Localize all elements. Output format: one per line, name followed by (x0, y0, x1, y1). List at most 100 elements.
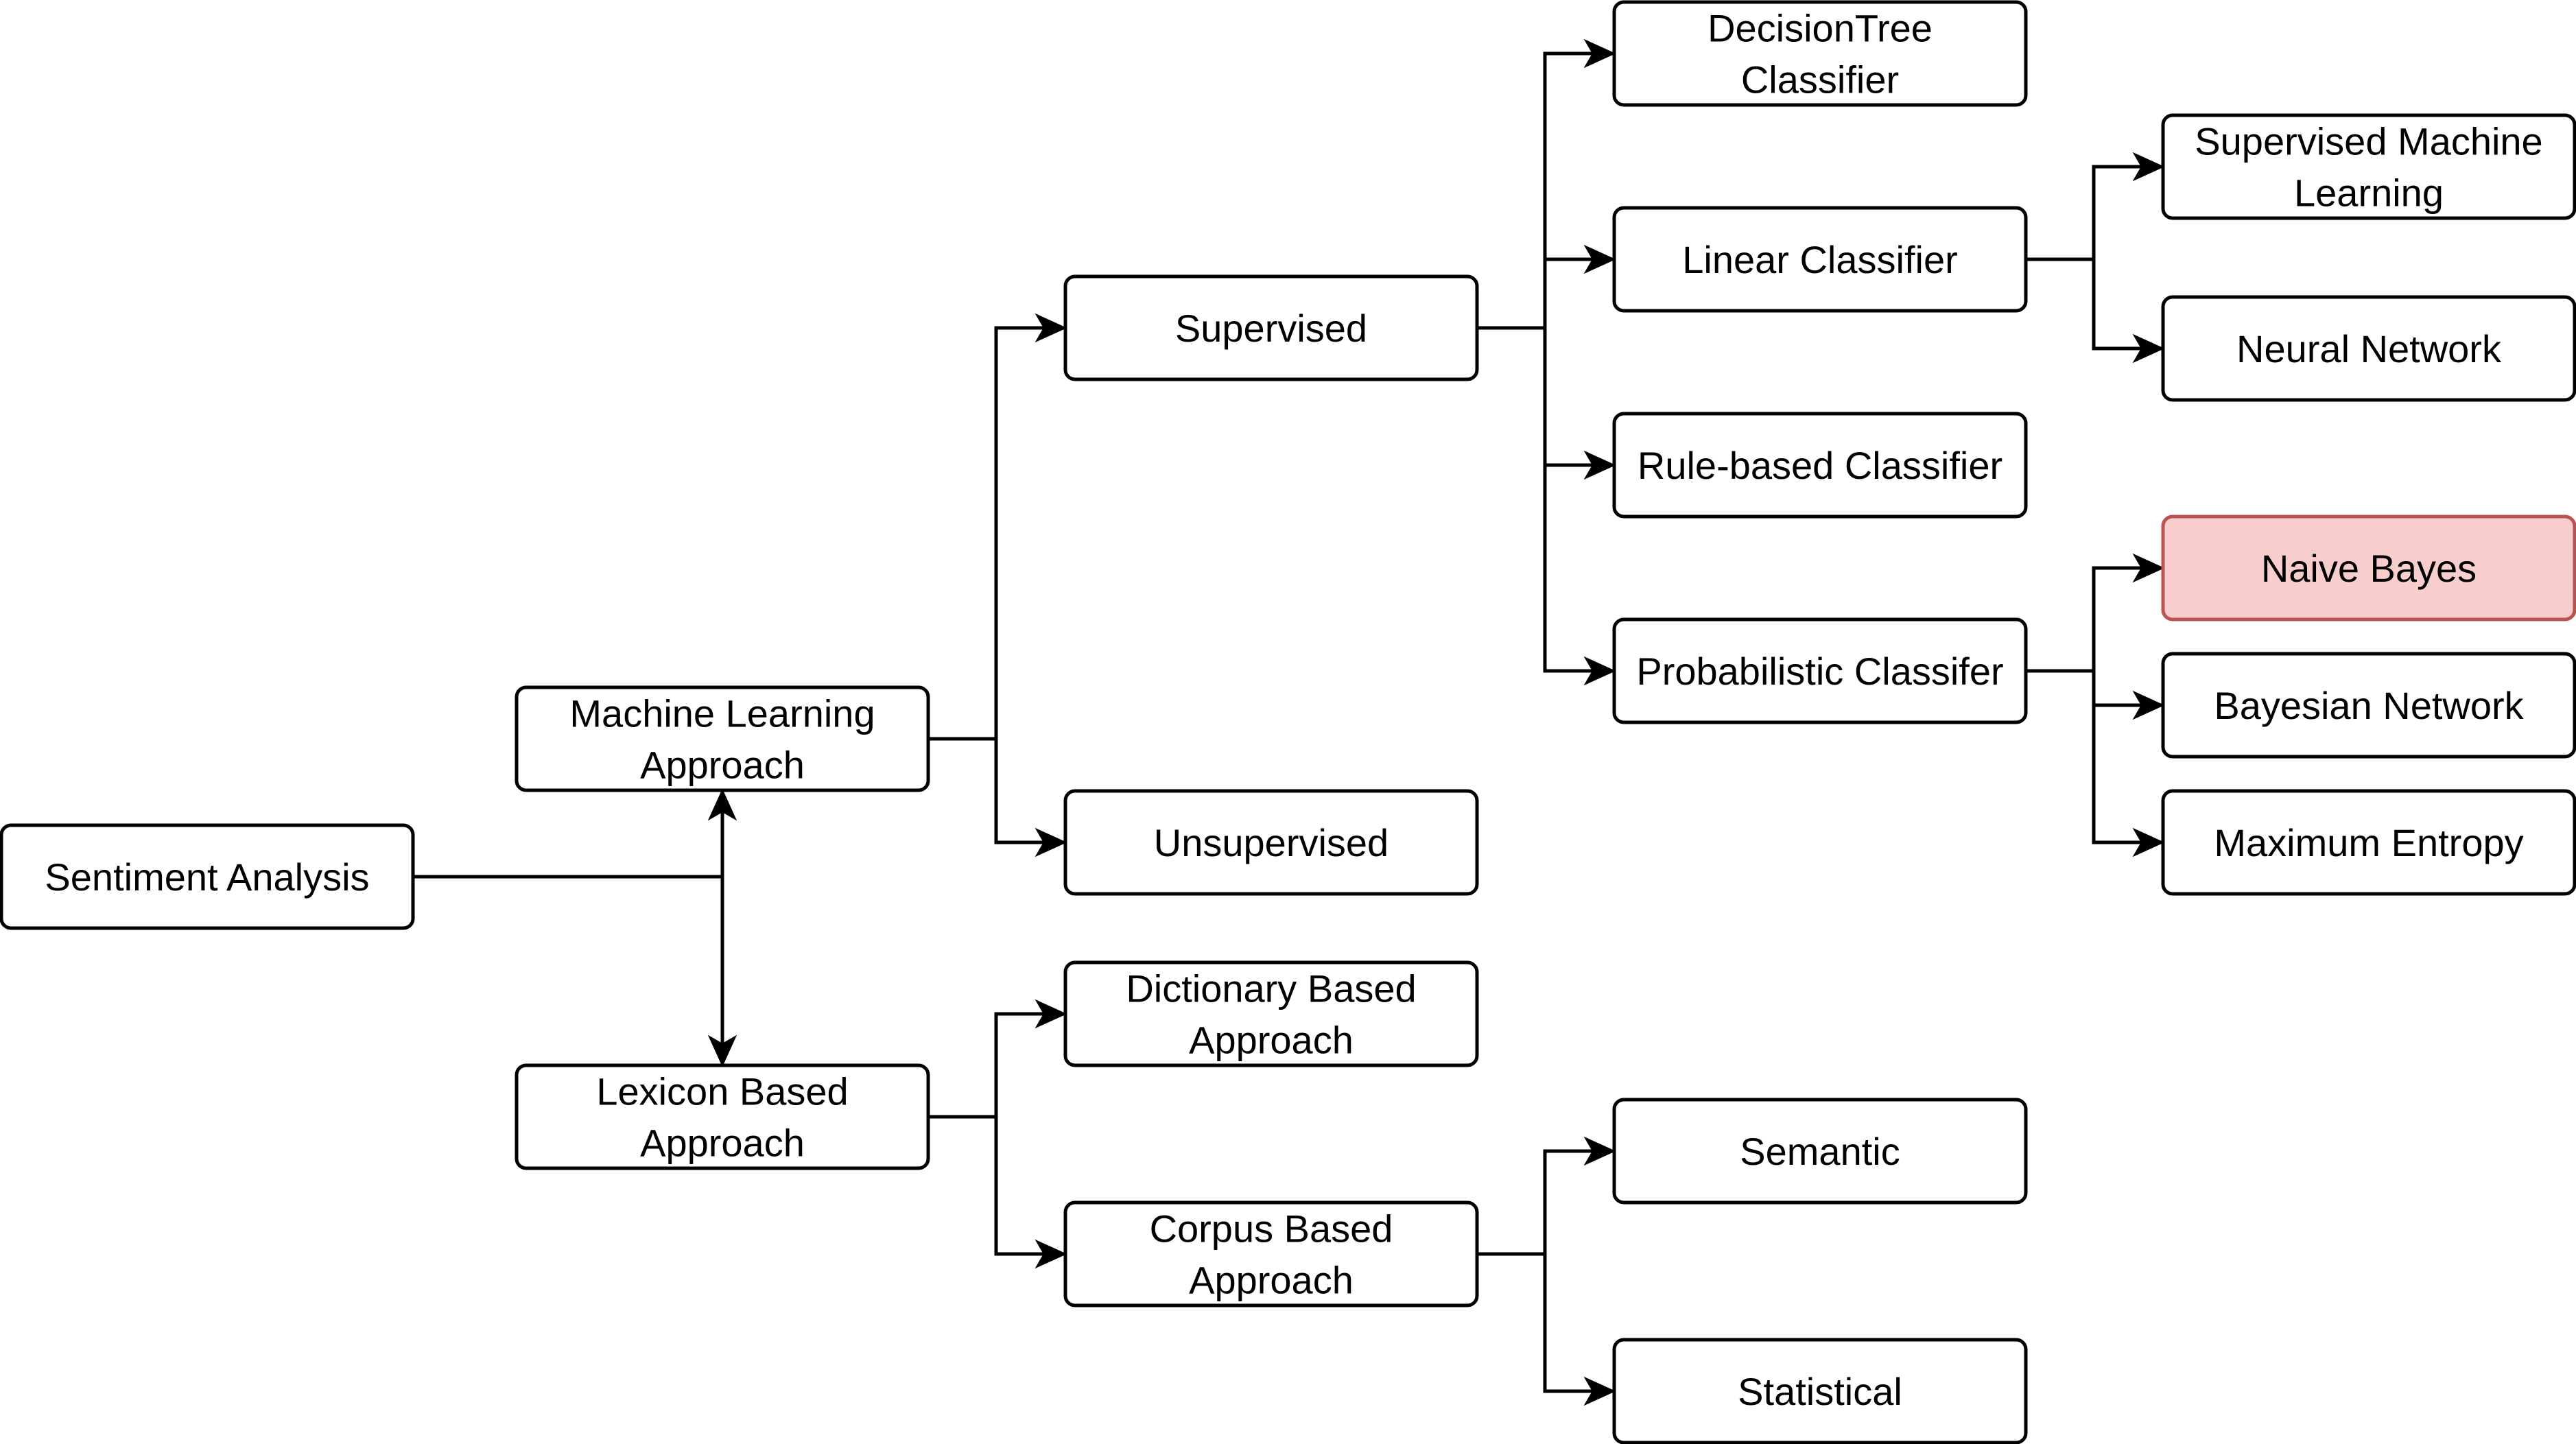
node-naive-bayes-label-1: Naive Bayes (2261, 547, 2477, 590)
edge-supervised-to-decision-tree-line (1543, 51, 1593, 328)
node-svm-label-2: Learning (2294, 171, 2444, 215)
edge-ml-approach-to-supervised (994, 313, 1067, 739)
edge-linear-classifier-to-neural-network (2092, 259, 2165, 364)
node-neural-network-label-1: Neural Network (2236, 327, 2502, 370)
edge-probabilistic-to-naive-bayes-arrowhead (2132, 553, 2165, 583)
node-rule-based: Rule-based Classifier (1612, 412, 2028, 519)
node-statistical-label-1: Statistical (1738, 1370, 1902, 1413)
node-linear-classifier-label-1: Linear Classifier (1682, 238, 1958, 281)
node-sentiment-analysis: Sentiment Analysis (0, 823, 415, 930)
node-corpus-approach-box (1063, 1200, 1479, 1307)
edge-lexicon-approach-to-corpus-approach-arrowhead (1035, 1239, 1067, 1269)
node-linear-classifier: Linear Classifier (1612, 206, 2028, 313)
node-probabilistic-label-1: Probabilistic Classifer (1636, 650, 2003, 693)
node-svm-label-1: Supervised Machine (2195, 120, 2542, 163)
edge-linear-classifier-to-neural-network-arrowhead (2132, 333, 2165, 364)
node-dictionary-approach-box (1063, 960, 1479, 1067)
node-supervised-box (1063, 274, 1479, 381)
edge-lexicon-approach-to-dictionary-approach-arrowhead (1035, 999, 1067, 1029)
node-probabilistic: Probabilistic Classifer (1612, 617, 2028, 724)
edge-supervised-to-rule-based-arrowhead (1583, 450, 1616, 480)
edge-linear-classifier-to-neural-network-line (2092, 259, 2142, 351)
node-maximum-entropy-box (2161, 789, 2576, 896)
node-unsupervised-label-1: Unsupervised (1154, 821, 1389, 864)
node-lexicon-approach-label-1: Lexicon Based (596, 1070, 848, 1113)
node-decision-tree-label-2: Classifier (1741, 58, 1899, 102)
edge-probabilistic-to-bayesian-network (2092, 671, 2165, 720)
edge-supervised-to-probabilistic-line (1543, 328, 1593, 673)
edge-probabilistic-to-maximum-entropy-arrowhead (2132, 827, 2165, 857)
node-rule-based-box (1612, 412, 2028, 519)
node-statistical-box (1612, 1338, 2028, 1444)
node-unsupervised-box (1063, 789, 1479, 896)
edge-supervised-to-linear-classifier (1543, 244, 1616, 328)
edge-supervised-to-decision-tree (1543, 38, 1616, 328)
node-linear-classifier-box (1612, 206, 2028, 313)
node-ml-approach-label-1: Machine Learning (569, 692, 875, 735)
edge-lexicon-approach-to-corpus-approach (994, 1117, 1067, 1269)
edge-ml-approach-to-unsupervised (994, 739, 1067, 857)
edge-ml-approach-to-supervised-line (994, 326, 1044, 739)
node-dictionary-approach-label-1: Dictionary Based (1126, 967, 1416, 1010)
edge-probabilistic-to-maximum-entropy (2092, 671, 2165, 857)
edge-linear-classifier-to-svm-line (2092, 165, 2142, 259)
node-ml-approach-box (515, 685, 930, 792)
edge-corpus-approach-to-semantic (1543, 1136, 1616, 1254)
node-sentiment-analysis-label-1: Sentiment Analysis (45, 855, 369, 899)
node-rule-based-label-1: Rule-based Classifier (1638, 444, 2002, 487)
edges-layer (413, 38, 2165, 1406)
node-maximum-entropy: Maximum Entropy (2161, 789, 2576, 896)
node-svm-box (2161, 113, 2576, 220)
edge-corpus-approach-to-statistical-arrowhead (1583, 1376, 1616, 1406)
edge-corpus-approach-to-statistical (1543, 1254, 1616, 1406)
node-supervised-label-1: Supervised (1175, 307, 1367, 350)
node-sentiment-analysis-box (0, 823, 415, 930)
edge-corpus-approach-to-statistical-line (1543, 1254, 1593, 1393)
edge-sentiment-analysis-to-lexicon-approach (707, 877, 737, 1067)
node-semantic: Semantic (1612, 1098, 2028, 1205)
edge-sentiment-analysis-to-ml-approach (707, 788, 737, 877)
node-unsupervised: Unsupervised (1063, 789, 1479, 896)
edge-sentiment-analysis-to-ml-approach-arrowhead (707, 788, 737, 821)
node-decision-tree-label-1: DecisionTree (1708, 7, 1933, 50)
edge-ml-approach-to-unsupervised-arrowhead (1035, 827, 1067, 857)
node-ml-approach-label-2: Approach (640, 744, 805, 787)
edge-supervised-to-decision-tree-arrowhead (1583, 38, 1616, 69)
edge-linear-classifier-to-svm-arrowhead (2132, 152, 2165, 182)
node-bayesian-network: Bayesian Network (2161, 652, 2576, 759)
edge-sentiment-analysis-to-lexicon-approach-arrowhead (707, 1034, 737, 1067)
node-decision-tree-box (1612, 0, 2028, 107)
node-semantic-box (1612, 1098, 2028, 1205)
edge-supervised-to-rule-based (1543, 328, 1616, 480)
edge-lexicon-approach-to-corpus-approach-line (994, 1117, 1044, 1256)
node-neural-network-box (2161, 295, 2576, 402)
edge-probabilistic-to-naive-bayes-line (2092, 566, 2142, 671)
node-lexicon-approach-label-2: Approach (640, 1122, 805, 1165)
edge-lexicon-approach-to-dictionary-approach (994, 999, 1067, 1117)
node-bayesian-network-label-1: Bayesian Network (2214, 684, 2524, 727)
node-neural-network: Neural Network (2161, 295, 2576, 402)
node-corpus-approach-label-2: Approach (1189, 1259, 1354, 1302)
edge-supervised-to-linear-classifier-line (1543, 257, 1593, 328)
node-maximum-entropy-label-1: Maximum Entropy (2214, 821, 2523, 864)
node-lexicon-approach-box (515, 1063, 930, 1170)
node-dictionary-approach-label-2: Approach (1189, 1019, 1354, 1062)
node-statistical: Statistical (1612, 1338, 2028, 1444)
edge-corpus-approach-to-semantic-line (1543, 1149, 1593, 1254)
edge-probabilistic-to-bayesian-network-arrowhead (2132, 690, 2165, 720)
edge-corpus-approach-to-semantic-arrowhead (1583, 1136, 1616, 1166)
node-supervised: Supervised (1063, 274, 1479, 381)
node-naive-bayes: Naive Bayes (2161, 514, 2576, 622)
edge-ml-approach-to-unsupervised-line (994, 739, 1044, 844)
edge-lexicon-approach-to-dictionary-approach-line (994, 1012, 1044, 1117)
edge-supervised-to-probabilistic-arrowhead (1583, 656, 1616, 686)
edge-linear-classifier-to-svm (2092, 152, 2165, 259)
edge-probabilistic-to-maximum-entropy-line (2092, 671, 2142, 844)
